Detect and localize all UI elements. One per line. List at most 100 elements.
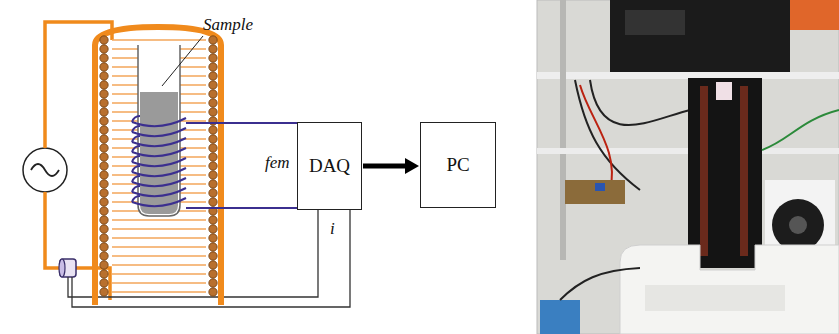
winding-turn <box>100 63 108 71</box>
pickup-turn <box>132 118 186 126</box>
winding-turn <box>209 252 217 260</box>
photo-frame <box>537 0 839 334</box>
solenoid-turns <box>100 36 217 296</box>
pickup-turn <box>132 186 140 192</box>
signal-wire <box>72 210 350 307</box>
current-probe <box>60 259 76 277</box>
winding-line <box>112 282 206 283</box>
winding-turn <box>100 270 108 278</box>
winding-line <box>112 273 206 274</box>
data-arrow <box>363 158 419 174</box>
signal-label: fem <box>265 154 290 173</box>
winding-turn <box>100 108 108 116</box>
solenoid-winding <box>112 40 206 292</box>
arrow-shaft <box>363 164 405 169</box>
pickup-turn <box>132 168 186 176</box>
pickup-turn <box>132 126 140 132</box>
part-label: Sample <box>203 16 253 35</box>
photo-cable <box>560 268 640 300</box>
winding-turn <box>209 135 217 143</box>
winding-turn <box>100 144 108 152</box>
winding-turn <box>100 153 108 161</box>
supply-wire <box>45 192 110 300</box>
pickup-turn <box>132 146 140 152</box>
winding-turn <box>100 54 108 62</box>
photo-probe <box>540 300 580 334</box>
photo-cable <box>580 85 612 190</box>
signal-wire <box>68 210 318 297</box>
winding-turn <box>100 162 108 170</box>
box-label: DAQ <box>305 155 354 177</box>
winding-line <box>112 246 206 247</box>
winding-turn <box>209 72 217 80</box>
winding-line <box>112 219 206 220</box>
photo-dial <box>772 199 824 251</box>
winding-turn <box>209 81 217 89</box>
pickup-wire <box>186 123 297 208</box>
winding-turn <box>209 234 217 242</box>
solenoid-frame <box>95 27 221 305</box>
pickup-turn <box>132 138 186 146</box>
photo-pcb <box>595 183 605 191</box>
pickup-turn <box>132 158 186 166</box>
winding-line <box>112 264 206 265</box>
winding-turn <box>209 171 217 179</box>
leader-line <box>162 36 203 86</box>
winding-turn <box>209 279 217 287</box>
sine-symbol <box>31 164 59 176</box>
photo-foam-base <box>645 285 785 311</box>
winding-turn <box>100 189 108 197</box>
winding-turn <box>100 252 108 260</box>
photo-solenoid <box>700 86 708 256</box>
winding-turn <box>100 72 108 80</box>
winding-turn <box>209 36 217 44</box>
winding-turn <box>209 261 217 269</box>
pickup-turn <box>132 166 140 172</box>
winding-turn <box>209 198 217 206</box>
winding-turn <box>209 288 217 296</box>
winding-line <box>112 237 206 238</box>
current-probe <box>59 259 65 277</box>
pickup-turn <box>132 156 140 162</box>
box-label: PC <box>442 154 473 176</box>
photo-rail <box>560 0 566 260</box>
photo-solenoid <box>688 78 762 268</box>
winding-line <box>112 255 206 256</box>
winding-turn <box>100 288 108 296</box>
winding-turn <box>209 225 217 233</box>
winding-turn <box>209 180 217 188</box>
winding-turn <box>209 63 217 71</box>
winding-turn <box>100 135 108 143</box>
photo-shelf <box>537 72 839 79</box>
winding-turn <box>209 162 217 170</box>
winding-turn <box>100 45 108 53</box>
winding-turn <box>209 153 217 161</box>
winding-turn <box>100 117 108 125</box>
winding-turn <box>209 54 217 62</box>
pickup-turn <box>132 196 140 202</box>
winding-turn <box>209 189 217 197</box>
winding-turn <box>209 243 217 251</box>
winding-turn <box>209 126 217 134</box>
winding-line <box>112 291 206 292</box>
winding-turn <box>100 36 108 44</box>
photo-background <box>537 0 839 334</box>
photo-sample <box>716 82 732 100</box>
photo-cable <box>575 80 690 190</box>
arrow-head <box>405 158 419 174</box>
pickup-turn <box>132 136 140 142</box>
winding-turn <box>209 45 217 53</box>
pickup-coil <box>132 116 186 206</box>
winding-turn <box>209 144 217 152</box>
pickup-turn <box>132 116 140 122</box>
winding-turn <box>100 225 108 233</box>
winding-turn <box>100 261 108 269</box>
ac-source <box>23 148 67 192</box>
winding-turn <box>209 270 217 278</box>
winding-turn <box>209 108 217 116</box>
pickup-turn <box>132 198 186 206</box>
pickup-turn <box>132 178 186 186</box>
pickup-turn <box>132 188 186 196</box>
winding-turn <box>100 171 108 179</box>
winding-turn <box>100 207 108 215</box>
